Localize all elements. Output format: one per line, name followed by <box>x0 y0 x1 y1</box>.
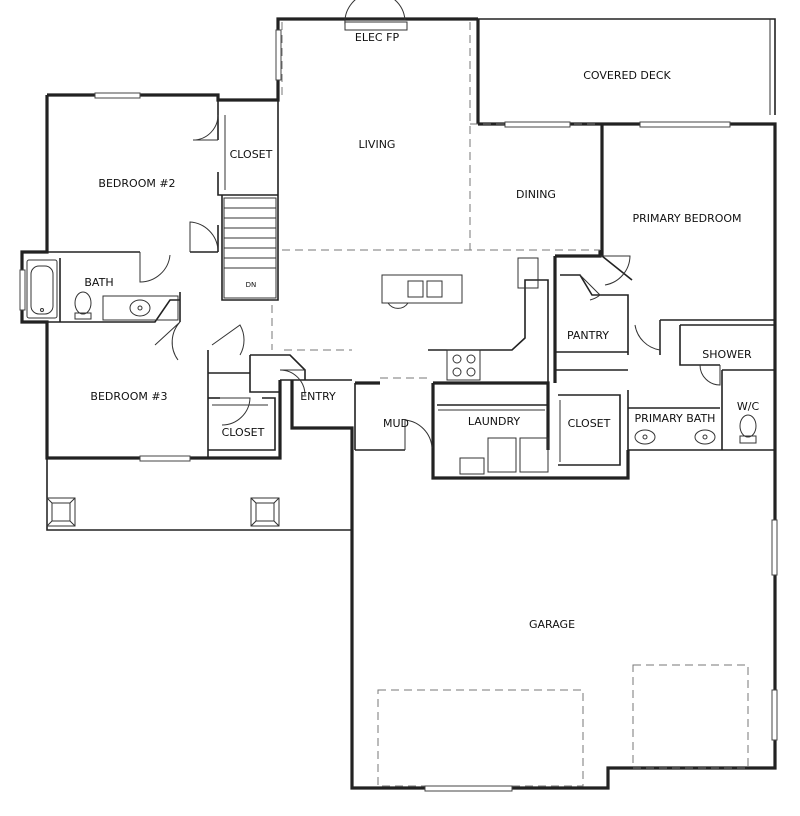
label-bedroom-3: BEDROOM #3 <box>90 390 167 403</box>
toilet-icon <box>739 414 757 444</box>
sink-icon <box>694 429 716 445</box>
label-pantry: PANTRY <box>567 329 609 342</box>
label-primary-bedroom: PRIMARY BEDROOM <box>632 212 741 225</box>
label-living: LIVING <box>359 138 396 151</box>
label-entry: ENTRY <box>300 390 336 403</box>
open-plan-lines <box>271 22 749 787</box>
label-covered-deck: COVERED DECK <box>583 69 671 82</box>
sink-icon <box>102 295 179 321</box>
doors <box>139 0 721 450</box>
label-elec-fp: ELEC FP <box>355 31 400 44</box>
room-labels: ELEC FP COVERED DECK LIVING CLOSET BEDRO… <box>84 31 759 631</box>
covered-deck <box>476 18 776 124</box>
porch-column-left <box>46 497 76 527</box>
fixtures <box>26 21 757 475</box>
bathtub-icon <box>26 259 58 319</box>
label-dining: DINING <box>516 188 556 201</box>
stairs-icon <box>223 197 277 299</box>
label-closet-bedroom-3: CLOSET <box>222 426 265 439</box>
closet-shelving <box>212 115 561 462</box>
exterior-walls <box>20 17 777 790</box>
label-mud: MUD <box>383 417 409 430</box>
label-closet-laundry: CLOSET <box>568 417 611 430</box>
label-bath: BATH <box>84 276 113 289</box>
fireplace-icon <box>344 21 408 31</box>
stove-icon <box>446 349 481 381</box>
toilet-icon <box>74 291 92 320</box>
label-laundry: LAUNDRY <box>468 415 521 428</box>
kitchen-island-icon <box>381 274 463 309</box>
label-wc: W/C <box>737 400 760 413</box>
front-porch <box>46 458 352 531</box>
windows <box>19 29 778 792</box>
label-bedroom-2: BEDROOM #2 <box>98 177 175 190</box>
porch-column-right <box>250 497 280 527</box>
label-primary-bath: PRIMARY BATH <box>635 412 716 425</box>
washer-dryer-icon <box>459 437 549 475</box>
refrigerator-icon <box>517 257 539 289</box>
sink-icon <box>634 429 656 445</box>
label-shower: SHOWER <box>702 348 752 361</box>
label-dn: DN <box>246 281 257 289</box>
label-closet-bedroom-2: CLOSET <box>230 148 273 161</box>
label-garage: GARAGE <box>529 618 575 631</box>
